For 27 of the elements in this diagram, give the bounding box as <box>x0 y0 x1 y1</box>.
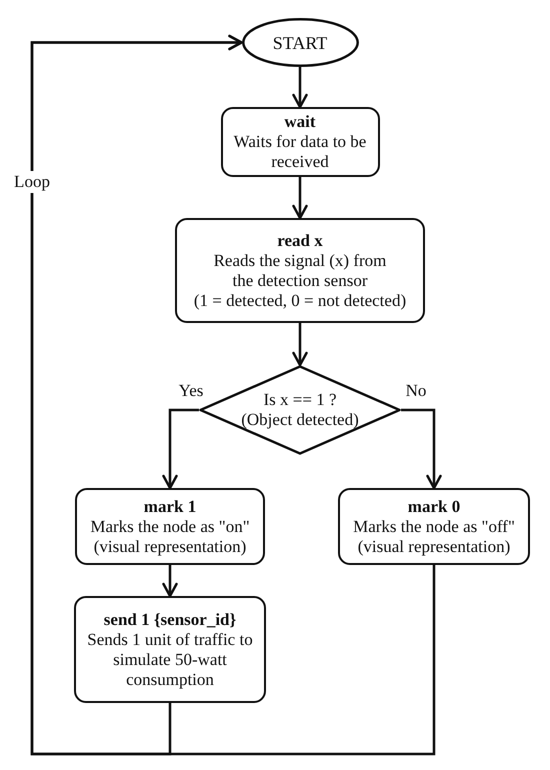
decision-text: Is x == 1 ? (Object detected) <box>240 390 360 430</box>
arrow <box>401 408 442 490</box>
terminal-label: START <box>272 32 328 52</box>
step-title: read x <box>277 230 323 250</box>
step-description: Sends 1 unit of traffic to simulate 50-watt consumption <box>86 630 254 690</box>
process-box <box>338 488 530 565</box>
arrow <box>30 34 436 756</box>
step-description: (1 = detected, 0 = not detected) <box>194 290 406 310</box>
arrow <box>292 67 308 108</box>
terminal-ellipse <box>242 18 358 67</box>
process-box <box>220 107 380 177</box>
step-title: send 1 {sensor_id} <box>104 610 236 630</box>
process-box <box>75 488 265 565</box>
step-description: Marks the node as "on" (visual representation) <box>89 516 251 556</box>
step-title: mark 1 <box>144 496 196 516</box>
step-description: Marks the node as "off" (visual representation) <box>352 516 516 556</box>
step-title: wait <box>284 112 316 132</box>
arrow <box>292 177 308 220</box>
step-description: Reads the signal (x) from the detection sensor <box>212 250 388 290</box>
step-description: Waits for data to be received <box>232 132 368 172</box>
process-box <box>175 218 425 323</box>
process-box <box>74 596 266 703</box>
edge-label: Loop <box>12 171 52 193</box>
arrow <box>292 323 308 366</box>
arrow <box>162 565 178 598</box>
step-title: mark 0 <box>408 496 460 516</box>
arrow <box>162 408 199 490</box>
